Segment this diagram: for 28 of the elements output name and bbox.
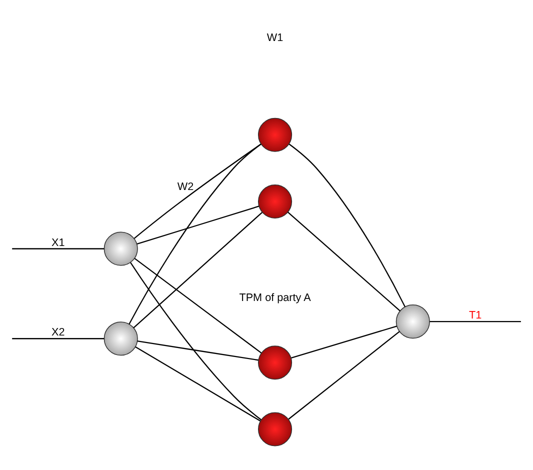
node-circle — [258, 118, 292, 152]
connector — [12, 248, 104, 250]
connector — [291, 326, 397, 359]
connector — [130, 262, 262, 420]
node-circle — [258, 184, 292, 219]
connector — [128, 144, 262, 324]
connector — [134, 144, 262, 239]
connector — [430, 321, 521, 322]
connector — [12, 338, 104, 340]
edge-label: W2 — [177, 181, 194, 194]
connector — [134, 258, 262, 354]
edge-label: X1 — [51, 236, 65, 249]
label: TPM of party A — [239, 292, 311, 304]
connector — [135, 346, 261, 422]
node-circle — [396, 304, 430, 339]
connector — [288, 331, 400, 420]
node-circle — [258, 412, 292, 446]
label: W1 — [266, 32, 284, 44]
connector — [137, 340, 258, 361]
connector — [288, 212, 400, 312]
edge-label: T1 — [468, 310, 482, 322]
connector — [288, 144, 406, 308]
connector — [136, 206, 260, 245]
node-circle — [104, 232, 138, 266]
edge-label: X2 — [51, 326, 65, 339]
node-circle — [104, 322, 138, 356]
connector — [133, 212, 262, 328]
node-circle — [258, 346, 292, 380]
